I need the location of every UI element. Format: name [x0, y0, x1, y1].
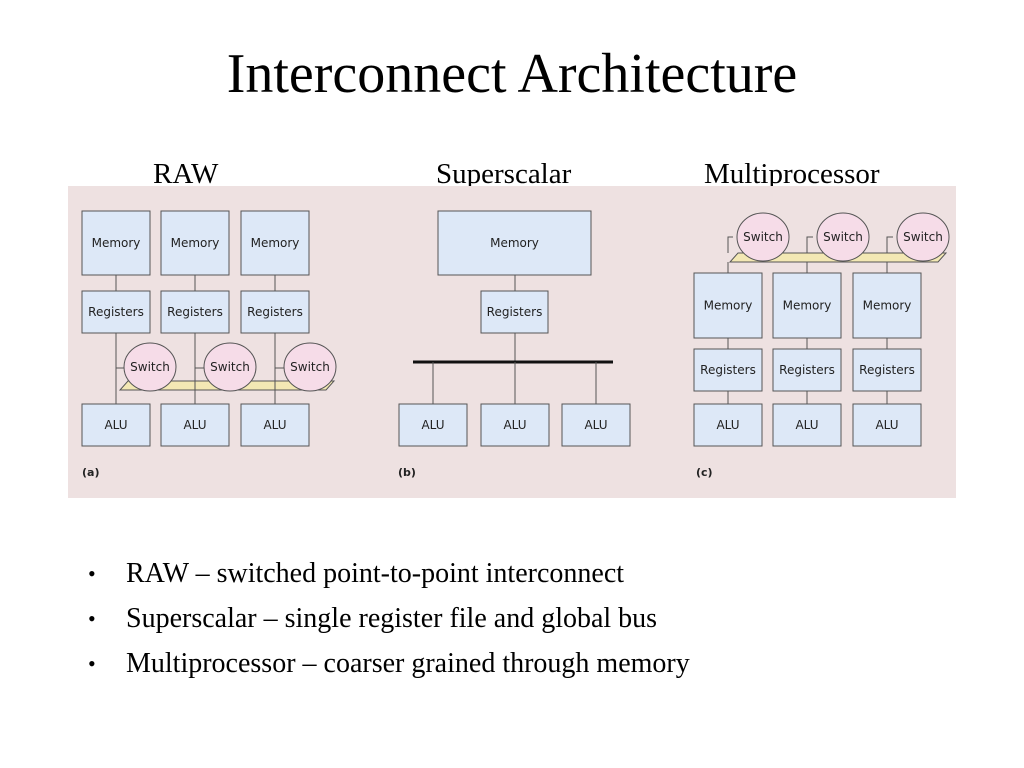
heading-multiprocessor: Multiprocessor — [704, 158, 880, 190]
bullet-text: RAW – switched point-to-point interconne… — [126, 558, 625, 589]
memory-box — [693, 272, 763, 339]
alu-box — [772, 403, 842, 447]
bullet-text: Superscalar – single register file and g… — [126, 603, 658, 634]
alu-box-label: ALU — [421, 418, 444, 432]
architecture-diagram: MemoryRegistersSwitchALUMemoryRegistersS… — [81, 210, 950, 479]
switch-node — [896, 212, 950, 262]
switch-node — [736, 212, 790, 262]
switch-node — [203, 342, 257, 392]
bullet-text: Multiprocessor – coarser grained through… — [126, 648, 690, 679]
bullet-superscalar: • Superscalar – single register file and… — [84, 596, 690, 641]
heading-raw: RAW — [153, 158, 219, 190]
connector-line — [886, 236, 893, 253]
registers-box — [160, 290, 230, 334]
bullet-list: • RAW – switched point-to-point intercon… — [84, 551, 690, 686]
memory-box-label: Memory — [863, 299, 912, 313]
alu-box-label: ALU — [795, 418, 818, 432]
panel-label: (a) — [82, 466, 99, 479]
heading-superscalar: Superscalar — [436, 158, 572, 190]
memory-box — [852, 272, 922, 339]
alu-box-label: ALU — [104, 418, 127, 432]
alu-box-label: ALU — [875, 418, 898, 432]
alu-box-label: ALU — [716, 418, 739, 432]
alu-box-label: ALU — [263, 418, 286, 432]
alu-box-label: ALU — [503, 418, 526, 432]
registers-box — [480, 290, 549, 334]
alu-box — [398, 403, 468, 447]
memory-box — [81, 210, 151, 276]
memory-box-label: Memory — [783, 299, 832, 313]
registers-box-label: Registers — [779, 363, 835, 377]
switch-label: Switch — [210, 360, 250, 374]
registers-box — [693, 348, 763, 392]
memory-box — [240, 210, 310, 276]
registers-box-label: Registers — [167, 305, 223, 319]
switch-node — [123, 342, 177, 392]
alu-box — [693, 403, 763, 447]
panel-label: (c) — [696, 466, 713, 479]
registers-box — [240, 290, 310, 334]
alu-box — [240, 403, 310, 447]
switch-label: Switch — [903, 230, 943, 244]
alu-box — [561, 403, 631, 447]
alu-box — [480, 403, 550, 447]
registers-box — [852, 348, 922, 392]
memory-box — [772, 272, 842, 339]
switch-label: Switch — [823, 230, 863, 244]
bullet-raw: • RAW – switched point-to-point intercon… — [84, 551, 690, 596]
memory-box — [437, 210, 592, 276]
bullet-multiprocessor: • Multiprocessor – coarser grained throu… — [84, 641, 690, 686]
memory-box-label: Memory — [171, 236, 220, 250]
memory-box-label: Memory — [251, 236, 300, 250]
panel-label: (b) — [398, 466, 416, 479]
alu-box — [852, 403, 922, 447]
switch-label: Switch — [743, 230, 783, 244]
alu-box — [81, 403, 151, 447]
connector-line — [806, 236, 813, 253]
bullet-dot: • — [88, 606, 96, 631]
memory-box-label: Memory — [490, 236, 539, 250]
alu-box-label: ALU — [584, 418, 607, 432]
registers-box-label: Registers — [700, 363, 756, 377]
switch-node — [283, 342, 337, 392]
memory-box — [160, 210, 230, 276]
connector-line — [727, 236, 733, 253]
registers-box-label: Registers — [247, 305, 303, 319]
switch-label: Switch — [130, 360, 170, 374]
alu-box-label: ALU — [183, 418, 206, 432]
registers-box-label: Registers — [859, 363, 915, 377]
switch-node — [816, 212, 870, 262]
registers-box — [772, 348, 842, 392]
registers-box-label: Registers — [88, 305, 144, 319]
registers-box — [81, 290, 151, 334]
switch-label: Switch — [290, 360, 330, 374]
registers-box-label: Registers — [487, 305, 543, 319]
bullet-dot: • — [88, 561, 96, 586]
memory-box-label: Memory — [92, 236, 141, 250]
memory-box-label: Memory — [704, 299, 753, 313]
slide-title: Interconnect Architecture — [226, 43, 798, 105]
bullet-dot: • — [88, 651, 96, 676]
alu-box — [160, 403, 230, 447]
